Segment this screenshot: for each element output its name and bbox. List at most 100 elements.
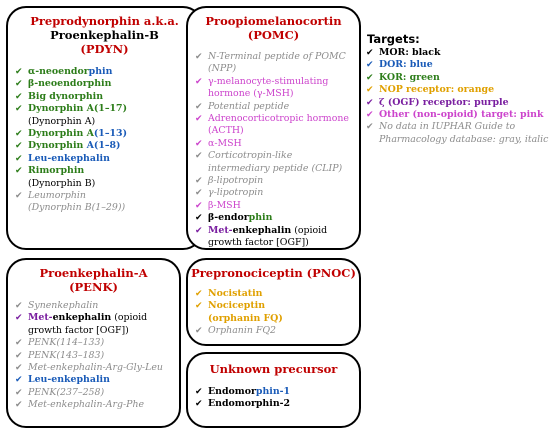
item-sub-label: (NPP) — [208, 63, 237, 75]
check-icon: ✔ — [195, 101, 203, 112]
check-icon: ✔ — [195, 52, 203, 62]
list-item: ✔Big dynorphin — [15, 91, 127, 103]
met-part-c: (opioid — [111, 312, 148, 324]
item-label-part: A(1–8) — [86, 140, 121, 152]
list-item: ✔PENK(237–258) — [15, 387, 163, 399]
unknown-title-line: Unknown precursor — [209, 362, 338, 376]
penk-title: Proenkephalin-A (PENK) — [8, 266, 179, 294]
list-item: ✔Nociceptin(orphanin FQ) — [195, 300, 283, 325]
legend-sub-label: Pharmacology database: gray, italic — [379, 133, 549, 145]
item-label: PENK(114–133) — [28, 337, 105, 349]
check-icon: ✔ — [15, 166, 23, 177]
check-icon: ✔ — [366, 97, 374, 108]
endomorphin1-part-b: phin-1 — [255, 386, 291, 397]
list-item: ✔α-neoendorphin — [15, 66, 127, 78]
check-icon: ✔ — [195, 301, 203, 312]
legend-label: MOR: black — [379, 47, 441, 58]
list-item: ✔N-Terminal peptide of POMC(NPP) — [195, 51, 349, 76]
pomc-title-line2: (POMC) — [247, 28, 300, 42]
item-sub-label: (Dynorphin A) — [28, 115, 96, 127]
targets-heading: Targets: — [367, 32, 420, 46]
item-label: β-lipotropin — [208, 175, 264, 187]
met-sub-label: growth factor [OGF]) — [208, 237, 309, 249]
item-sub-label: intermediary peptide (CLIP) — [208, 162, 343, 174]
legend-label: DOR: blue — [379, 59, 433, 71]
check-icon: ✔ — [195, 225, 203, 236]
list-item: ✔Dynorphin A(1–17)(Dynorphin A) — [15, 103, 127, 128]
legend-label: KOR: green — [379, 71, 440, 83]
penk-title-line2: (PENK) — [69, 280, 118, 294]
list-item: ✔Leumorphin(Dynorphin B(1–29)) — [15, 190, 127, 215]
check-icon: ✔ — [195, 76, 203, 87]
targets-list: ✔MOR: black✔DOR: blue✔KOR: green✔NOP rec… — [366, 47, 548, 146]
check-icon: ✔ — [195, 213, 203, 224]
check-icon: ✔ — [15, 387, 23, 398]
list-item: ✔Dynorphin A(1–8) — [15, 140, 127, 152]
item-label: Leu-enkephalin — [28, 374, 110, 386]
legend-label: NOP receptor: orange — [379, 84, 495, 96]
item-label: β-MSH — [208, 199, 241, 211]
met-part-b: enkephalin — [52, 312, 112, 324]
item-label-part: Big dynorphin — [28, 90, 104, 102]
item-label-part: Leumorphin — [28, 190, 86, 202]
item-label-part: Leu-enkephalin — [28, 152, 110, 164]
met-sub-label: growth factor [OGF]) — [28, 324, 129, 336]
list-item: ✔Nocistatin — [195, 288, 283, 300]
pdyn-title: Preprodynorphin a.k.a. Proenkephalin-B (… — [8, 14, 201, 56]
legend-label: Other (non-opioid) target: pink — [379, 109, 544, 121]
list-item: ✔ Endomorphin-2 — [195, 398, 290, 410]
item-label-part: α-neoendor — [28, 66, 89, 77]
endorphin-part-a: β-endor — [208, 212, 249, 224]
list-item: ✔Leu-enkephalin — [15, 153, 127, 165]
list-item: ✔β-lipotropin — [195, 175, 349, 187]
list-item: ✔PENK(114–133) — [15, 337, 163, 349]
endomorphin1-part-a: Endomor — [208, 386, 256, 397]
list-item: ✔ Endomorphin-1 — [195, 386, 290, 398]
list-item: ✔Adrenocorticotropic hormone(ACTH) — [195, 113, 349, 138]
item-label: γ-lipotropin — [208, 187, 264, 199]
list-item: ✔ζ (OGF) receptor: purple — [366, 97, 548, 109]
check-icon: ✔ — [15, 141, 23, 152]
check-icon: ✔ — [195, 326, 203, 337]
list-item: ✔β-MSH — [195, 200, 349, 212]
list-item: ✔Dynorphin A(1–13) — [15, 128, 127, 140]
item-label: Synenkephalin — [28, 300, 99, 311]
item-sub-label: (Dynorphin B(1–29)) — [28, 202, 126, 214]
check-icon: ✔ — [195, 188, 203, 199]
list-item: ✔Met-enkephalin-Arg-Phe — [15, 399, 163, 411]
list-item: ✔β-neoendorphin — [15, 78, 127, 90]
check-icon: ✔ — [195, 114, 203, 125]
list-item: ✔ γ-lipotropin — [195, 187, 349, 199]
check-icon: ✔ — [366, 48, 374, 58]
penk-title-line1: Proenkephalin-A — [39, 266, 148, 280]
item-sub-label: (Dynorphin B) — [28, 177, 96, 189]
list-item: ✔α-MSH — [195, 138, 349, 150]
pdyn-title-line2: Proenkephalin-B — [50, 28, 159, 42]
check-icon: ✔ — [15, 363, 23, 374]
pdyn-box: Preprodynorphin a.k.a. Proenkephalin-B (… — [6, 6, 203, 250]
list-item: ✔ DOR: blue — [366, 59, 548, 71]
check-icon: ✔ — [366, 85, 374, 96]
list-item: ✔PENK(143–183) — [15, 350, 163, 362]
item-label-part: β-neoendorphin — [28, 78, 112, 90]
check-icon: ✔ — [366, 60, 374, 71]
unknown-title: Unknown precursor — [188, 362, 359, 376]
pomc-title: Proopiomelanocortin (POMC) — [188, 14, 359, 42]
check-icon: ✔ — [15, 375, 23, 386]
list-item: ✔ Potential peptide — [195, 101, 349, 113]
list-item: ✔ Leu-enkephalin — [15, 374, 163, 386]
met-part-c: (opioid — [291, 224, 328, 236]
pnoc-title: Prepronociceptin (PNOC) — [188, 266, 359, 280]
pdyn-title-line3: (PDYN) — [80, 42, 129, 56]
item-label-part: phin — [88, 66, 113, 77]
item-label: Adrenocorticotropic hormone — [208, 113, 349, 125]
list-item: ✔Other (non-opioid) target: pink — [366, 109, 548, 121]
item-label: Potential peptide — [208, 100, 290, 112]
met-part-a: Met- — [28, 312, 53, 324]
list-item: ✔KOR: green — [366, 72, 548, 84]
pomc-list: ✔N-Terminal peptide of POMC(NPP)✔γ-melan… — [195, 51, 349, 250]
list-item: ✔β-endorphin — [195, 212, 349, 224]
